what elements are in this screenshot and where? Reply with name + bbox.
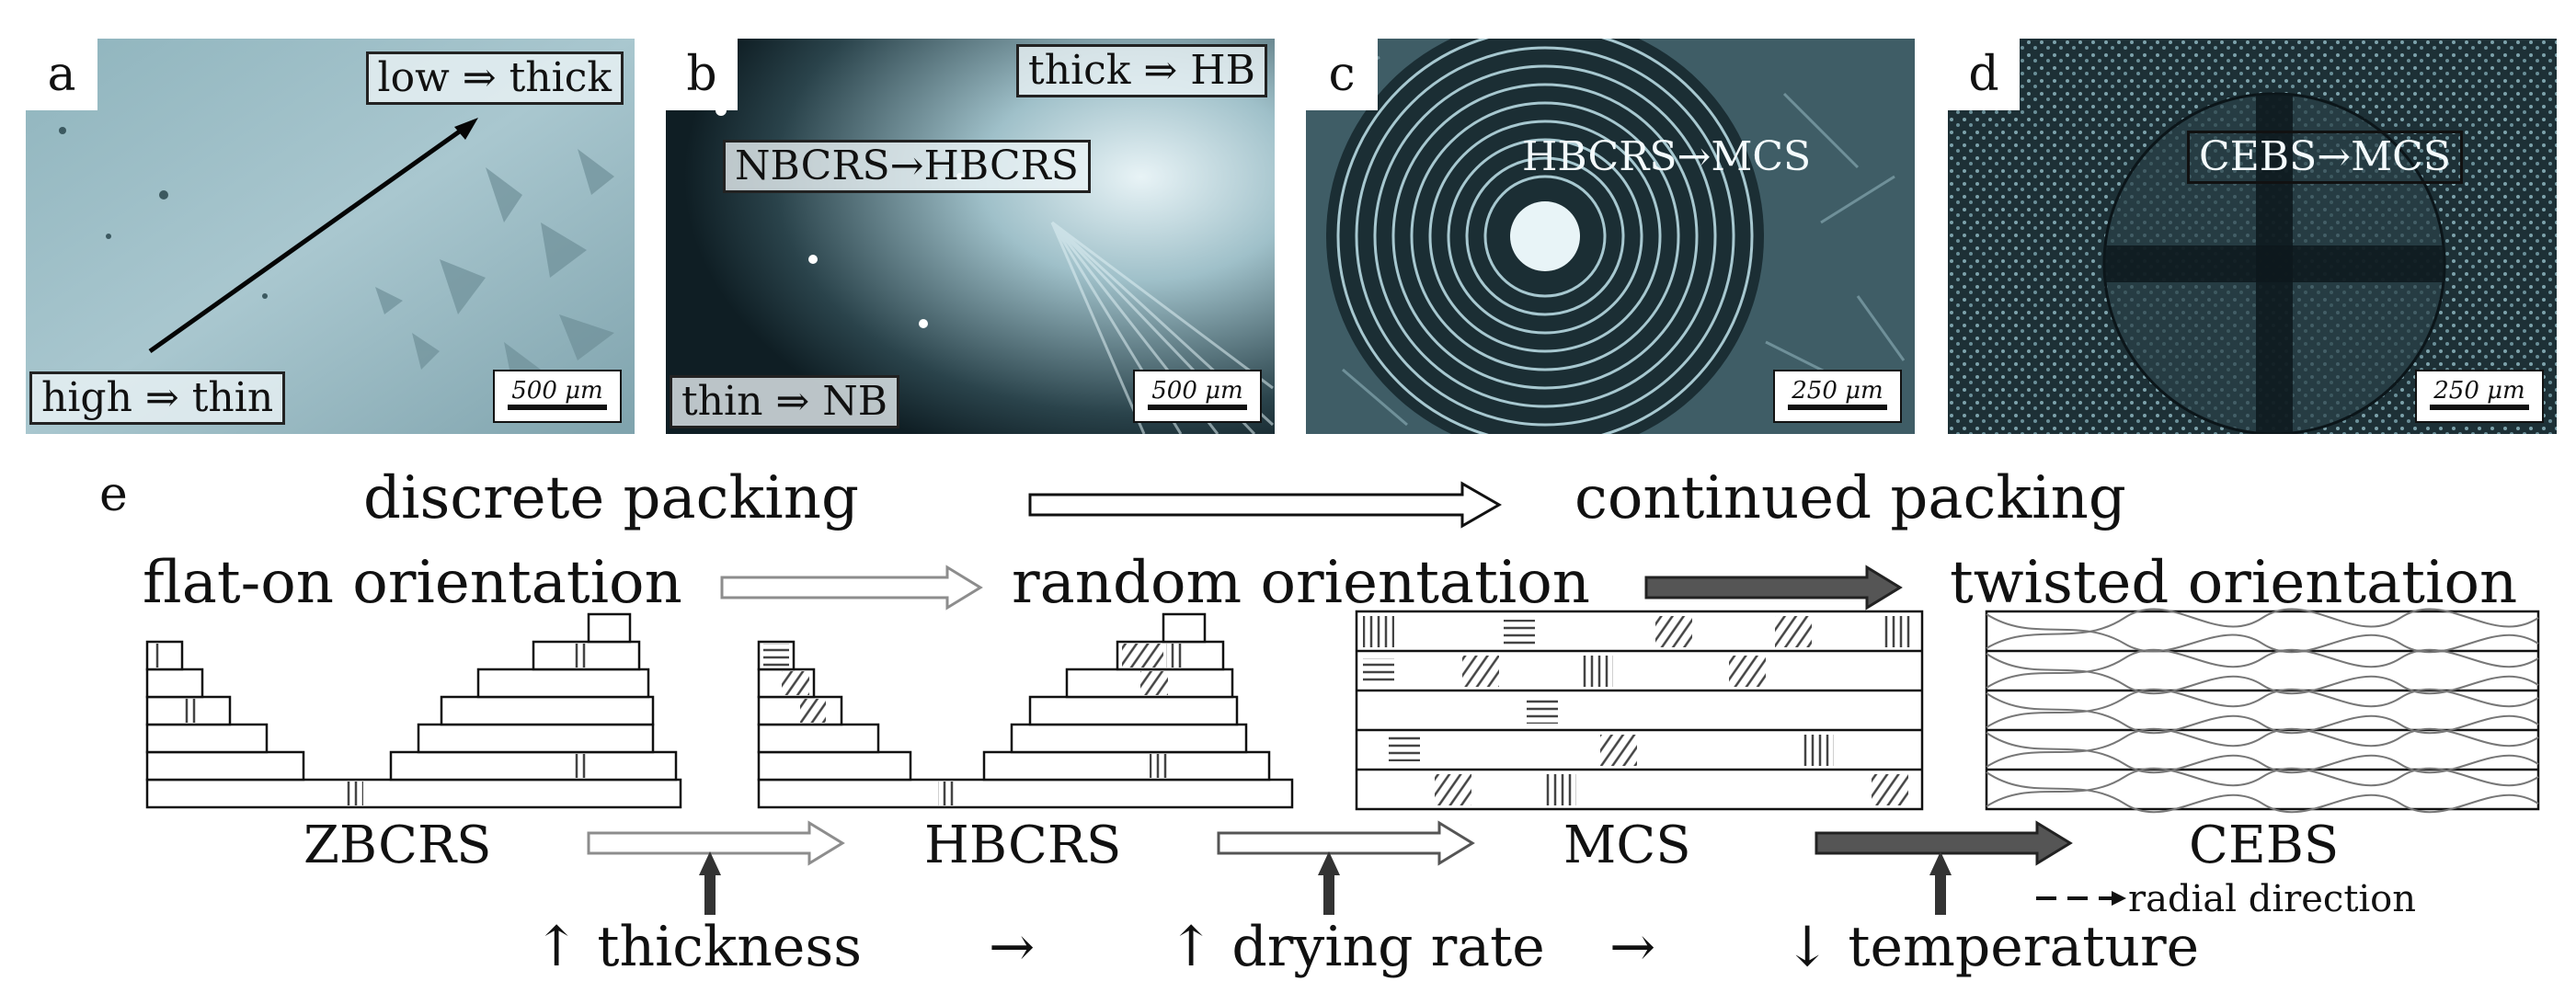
arrow-mcs-cebs [1815, 820, 2073, 866]
panel-letter-b: b [666, 39, 738, 110]
arrow-glyph-2: → [1609, 915, 1656, 979]
scale-bar-d: 250 μm [2415, 370, 2544, 423]
label-twisted-orientation: twisted orientation [1950, 549, 2518, 617]
factor-arrow-thickness [699, 851, 721, 915]
factor-arrow-drying [1318, 851, 1340, 915]
factor-arrow-temperature [1929, 851, 1952, 915]
label-mcs: MCS [1563, 816, 1691, 875]
label-thin-nb: thin ⇒ NB [670, 375, 900, 428]
arrow-orientation-2 [1644, 565, 1903, 611]
scale-bar-a: 500 μm [493, 370, 622, 423]
arrow-hbcrs-mcs [1217, 820, 1475, 866]
scale-bar-b: 500 μm [1133, 370, 1262, 423]
label-flat-on-orientation: flat-on orientation [143, 549, 682, 617]
label-zbcrs: ZBCRS [303, 816, 492, 875]
panel-letter-a: a [26, 39, 97, 110]
arrow-zbcrs-hbcrs [587, 820, 845, 866]
label-cebs-mcs: CEBS→MCS [2187, 131, 2463, 184]
arrow-glyph-1: → [989, 915, 1036, 979]
panel-letter-c: c [1306, 39, 1378, 110]
radial-direction-legend [2036, 891, 2126, 906]
panel-letter-e: e [99, 467, 128, 522]
micrograph-panel-d: d CEBS→MCS 250 μm [1948, 39, 2557, 434]
hbcrs-structure [757, 612, 1294, 809]
label-hbcrs: HBCRS [924, 816, 1122, 875]
micrograph-image-c [1306, 39, 1915, 434]
mcs-structure [1355, 610, 1924, 811]
label-low-thick: low ⇒ thick [365, 51, 624, 105]
scale-bar-c: 250 μm [1773, 370, 1902, 423]
label-discrete-packing: discrete packing [363, 464, 859, 532]
label-high-thin: high ⇒ thin [29, 371, 286, 425]
cebs-structure [1985, 608, 2540, 814]
label-drying-rate: ↑ drying rate [1168, 915, 1545, 979]
micrograph-panel-c: c HBCRS→MCS 250 μm [1306, 39, 1915, 434]
micrograph-image-d [1948, 39, 2557, 434]
label-radial-direction: radial direction [2128, 878, 2417, 920]
label-temperature: ↓ temperature [1784, 915, 2200, 979]
label-hbcrs-mcs: HBCRS→MCS [1522, 133, 1812, 180]
micrograph-panel-b: b thick ⇒ HB NBCRS→HBCRS thin ⇒ NB 500 μ… [666, 39, 1275, 434]
label-continued-packing: continued packing [1574, 464, 2126, 532]
label-cebs: CEBS [2189, 816, 2340, 875]
arrow-packing [1028, 481, 1503, 529]
label-thickness: ↑ thickness [533, 915, 862, 979]
label-thick-hb: thick ⇒ HB [1016, 44, 1267, 97]
label-random-orientation: random orientation [1012, 549, 1590, 617]
micrograph-panel-a: a low ⇒ thick high ⇒ thin 500 μm [26, 39, 635, 434]
micrograph-image-b [666, 39, 1275, 434]
panel-letter-d: d [1948, 39, 2020, 110]
label-nbcrs-hbcrs: NBCRS→HBCRS [723, 140, 1091, 193]
arrow-orientation-1 [720, 565, 983, 611]
zbcrs-structure [145, 612, 682, 809]
